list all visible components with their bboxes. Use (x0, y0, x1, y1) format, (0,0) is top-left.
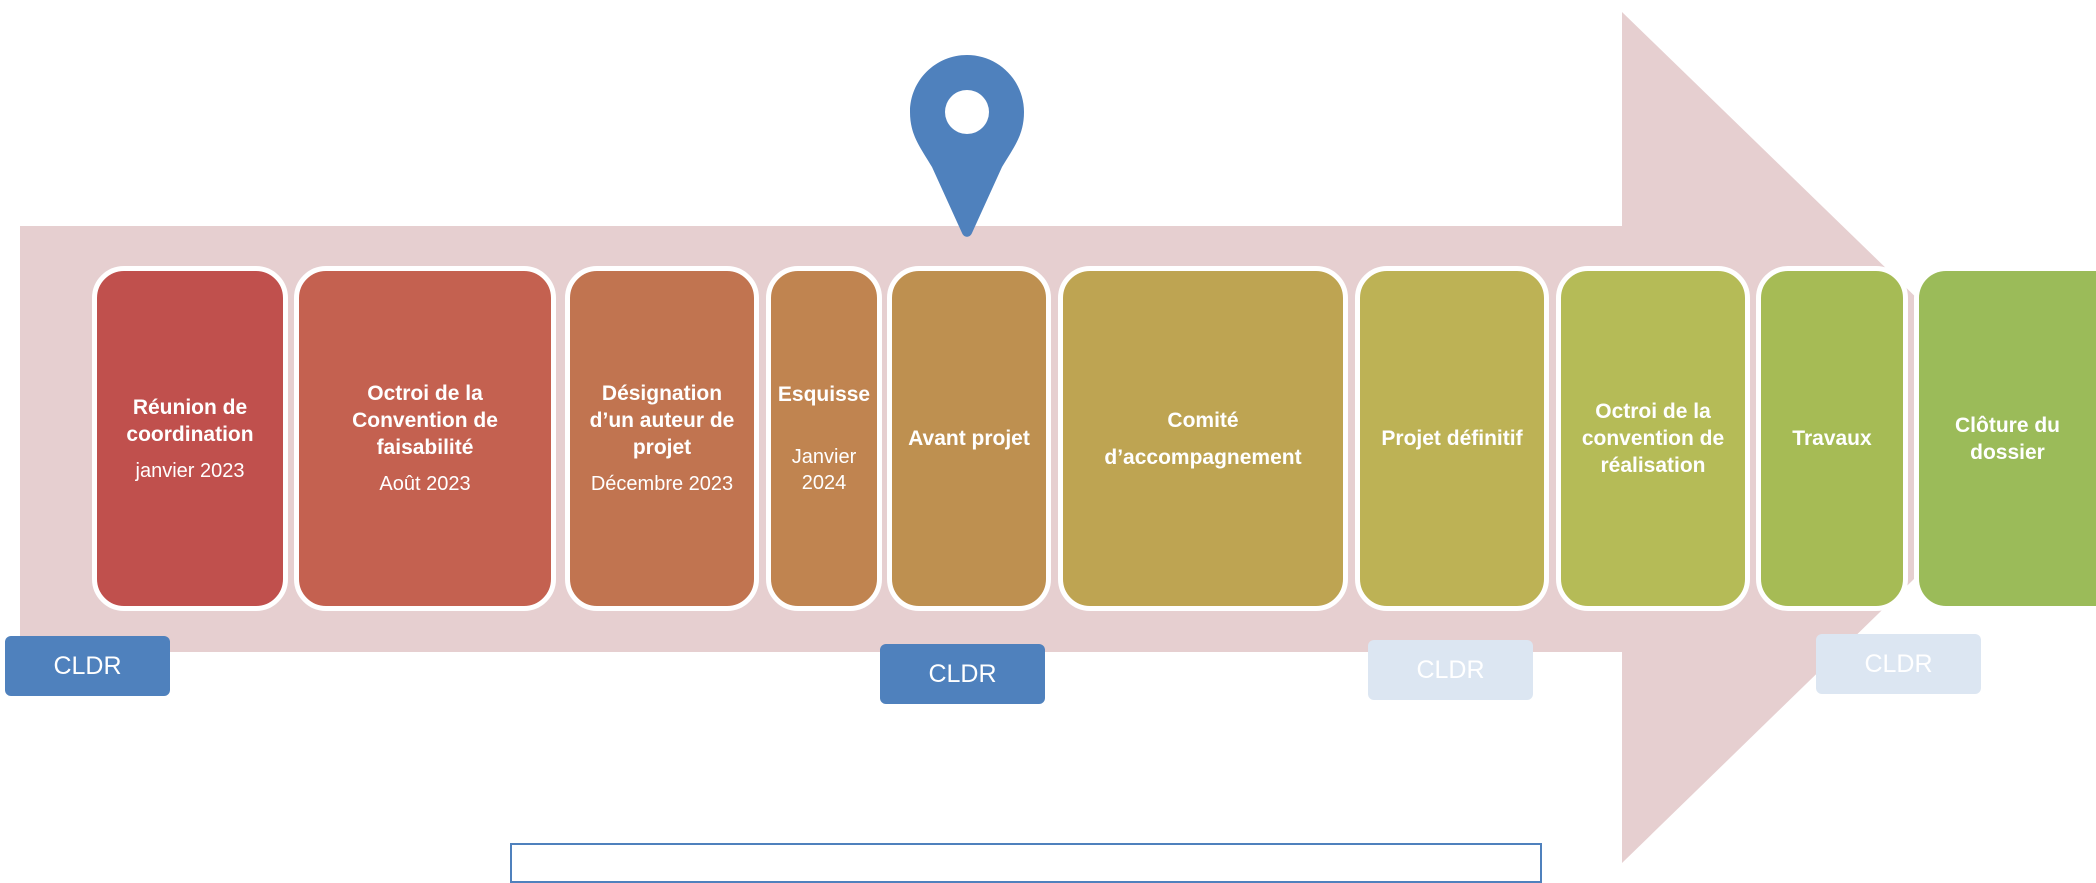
step-title: Projet définitif (1381, 427, 1523, 450)
step-date: Décembre 2023 (590, 473, 734, 495)
cldr-tag: CLDR (880, 644, 1045, 704)
step-convention-realisation: Octroi de la convention de réalisation (1556, 266, 1750, 611)
step-designation-auteur: Désignation d’un auteur de projet Décemb… (565, 266, 759, 611)
step-title: Clôture du dossier (1955, 413, 2060, 464)
step-title: Travaux (1792, 427, 1872, 450)
step-date: janvier 2023 (135, 459, 245, 482)
cldr-tag: CLDR (1816, 634, 1981, 694)
step-travaux: Travaux (1756, 266, 1908, 611)
step-title: Octroi de la convention de réalisation (1581, 400, 1725, 477)
notes-box (510, 843, 1542, 883)
step-date: Janvier 2024 (791, 446, 857, 494)
step-esquisse: Esquisse Janvier 2024 (766, 266, 882, 611)
process-diagram: Réunion de coordination janvier 2023 Oct… (5, 12, 2096, 883)
step-title: Avant projet (908, 427, 1030, 450)
step-cloture-dossier: Clôture du dossier (1914, 266, 2096, 611)
step-date: Août 2023 (379, 473, 471, 495)
step-projet-definitif: Projet définitif (1355, 266, 1549, 611)
step-avant-projet: Avant projet (887, 266, 1051, 611)
step-reunion-coordination: Réunion de coordination janvier 2023 (92, 266, 288, 611)
step-comite-accompagnement: Comité d’accompagnement (1058, 266, 1348, 611)
step-title: Octroi de la Convention de faisabilité (352, 382, 498, 459)
step-title: Désignation d’un auteur de projet (589, 382, 735, 459)
cldr-tag: CLDR (1368, 640, 1533, 700)
step-title: Comité d’accompagnement (1104, 408, 1302, 469)
step-title: Esquisse (777, 383, 871, 406)
location-pin-icon (910, 55, 1024, 237)
step-title: Réunion de coordination (126, 395, 254, 446)
cldr-tag: CLDR (5, 636, 170, 696)
step-convention-faisabilite: Octroi de la Convention de faisabilité A… (294, 266, 556, 611)
